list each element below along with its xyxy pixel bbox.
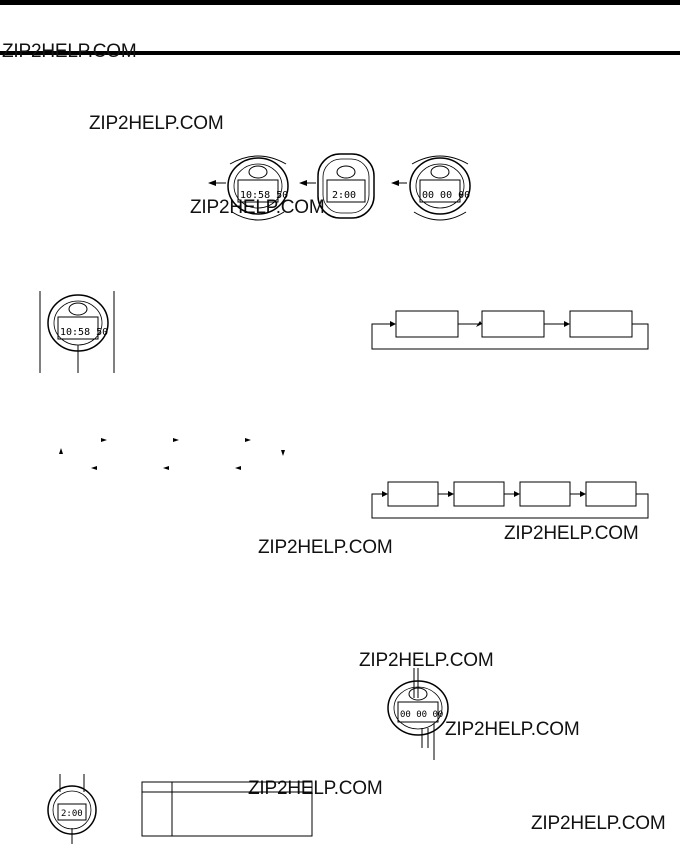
watch-icon — [409, 155, 471, 221]
watermark: ZIP2HELP.COM — [445, 719, 580, 740]
lcd-countdown: 00 00 00 — [400, 710, 443, 720]
flow-box — [387, 481, 439, 507]
arrow-right-icon — [514, 491, 520, 497]
watch-icon — [47, 294, 109, 352]
top-rule — [0, 0, 680, 5]
arrow-left-icon — [391, 180, 399, 186]
mode-sequence-watches: 10:58 50 2:00 00 00 00 — [208, 153, 471, 221]
watermark: ZIP2HELP.COM — [258, 537, 393, 558]
flowchart-four-boxes — [371, 481, 649, 519]
flow-box — [453, 481, 505, 507]
header-rule — [0, 51, 680, 55]
watch-icon — [387, 680, 449, 736]
arrow-right-icon — [390, 321, 396, 327]
small-watch-diagram: 2:00 — [47, 774, 97, 844]
reference-table — [141, 781, 313, 837]
watermark: ZIP2HELP.COM — [359, 650, 494, 671]
watermark: ZIP2HELP.COM — [531, 813, 666, 834]
arrow-right-icon — [476, 321, 482, 327]
setting-watch-diagram: 10:58 50 — [39, 291, 115, 373]
lcd-stopwatch: 00 00 00 — [422, 190, 470, 201]
lcd-setting: 10:58 50 — [60, 327, 108, 338]
flow-box — [585, 481, 637, 507]
arrow-right-icon — [245, 438, 251, 442]
arrow-left-icon — [235, 466, 241, 470]
arrow-up-icon — [59, 448, 63, 454]
watermark: ZIP2HELP.COM — [89, 113, 224, 134]
watermark: ZIP2HELP.COM — [504, 523, 639, 544]
watch-icon — [227, 155, 289, 221]
flow-box — [395, 310, 459, 338]
countdown-watch-diagram: 00 00 00 — [387, 668, 449, 760]
lcd-timekeeping: 10:58 50 — [240, 190, 288, 201]
arrow-down-icon — [281, 450, 285, 456]
flow-box — [481, 310, 545, 338]
arrow-right-icon — [564, 321, 570, 327]
watermark: ZIP2HELP.COM — [2, 41, 137, 62]
arrow-right-icon — [448, 491, 454, 497]
arrow-left-icon — [208, 180, 216, 186]
flow-box — [569, 310, 633, 338]
watch-icon — [317, 153, 375, 219]
arrow-right-icon — [101, 438, 107, 442]
arrow-left-icon — [299, 180, 307, 186]
watermark: ZIP2HELP.COM — [248, 778, 383, 799]
watch-icon — [47, 785, 97, 835]
watermark: ZIP2HELP.COM — [190, 197, 325, 218]
arrow-right-icon — [580, 491, 586, 497]
lcd-small: 2:00 — [61, 809, 83, 819]
lcd-alarm: 2:00 — [332, 190, 356, 201]
arrow-left-icon — [91, 466, 97, 470]
digit-cycle-arrows — [59, 438, 285, 470]
arrow-left-icon — [163, 466, 169, 470]
flow-box — [519, 481, 571, 507]
arrow-right-icon — [382, 491, 388, 497]
flowchart-three-boxes — [371, 310, 649, 350]
arrow-right-icon — [173, 438, 179, 442]
